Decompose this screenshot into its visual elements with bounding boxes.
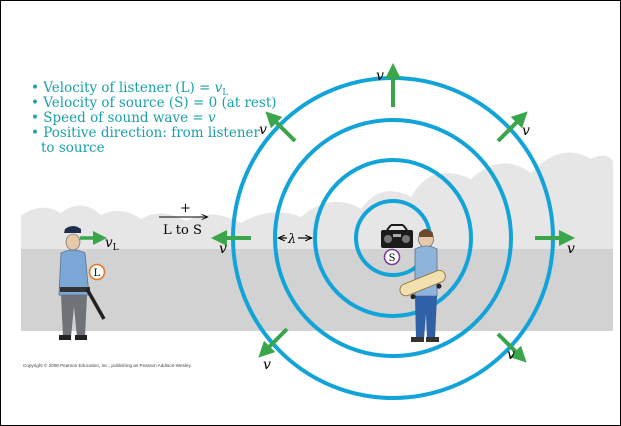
- wave-v-label-upright: v: [522, 123, 530, 139]
- copyright-text: Copyright © 2008 Pearson Education, Inc.…: [23, 362, 192, 368]
- listener-velocity: vL: [80, 231, 119, 253]
- direction-sign: +: [180, 201, 191, 216]
- wavefront-2: [313, 158, 473, 318]
- boombox: [381, 224, 413, 248]
- legend-item-4-cont: to source: [41, 140, 105, 156]
- wave-arrow-downleft: [258, 327, 289, 358]
- wavefront-3: [273, 118, 513, 358]
- listener-figure: [58, 226, 106, 340]
- legend-item-4: • Positive direction: from listener: [31, 125, 261, 141]
- wave-v-label-upleft: v: [259, 122, 267, 138]
- legend-item-2: • Velocity of source (S) = 0 (at rest): [31, 95, 277, 111]
- listener-badge: L: [88, 263, 106, 281]
- legend-item-1: • Velocity of listener (L) = vL: [31, 80, 228, 98]
- wave-arrow-upleft: [265, 111, 297, 143]
- listener-velocity-label: vL: [105, 235, 119, 253]
- direction-label: L to S: [163, 223, 202, 238]
- wave-v-label-right: v: [567, 241, 575, 257]
- direction-indicator: + L to S: [159, 201, 207, 238]
- background-clouds: [21, 152, 613, 249]
- wave-v-label-downleft: v: [263, 357, 271, 373]
- legend-item-3: • Speed of sound wave = v: [31, 110, 216, 126]
- wave-arrow-downright: [496, 332, 527, 363]
- wave-v-label-downright: v: [507, 347, 515, 363]
- wave-velocity-arrows: [211, 63, 575, 363]
- source-label: S: [389, 253, 396, 264]
- source-badge: S: [383, 248, 401, 266]
- wave-arrow-upright: [496, 111, 528, 143]
- wave-v-label-left: v: [219, 241, 227, 257]
- wavelength-marker: λ: [279, 232, 311, 247]
- source-figure: [399, 229, 446, 342]
- wavelength-label: λ: [287, 232, 296, 247]
- legend: • Velocity of listener (L) = vL • Veloci…: [31, 80, 277, 156]
- listener-label: L: [94, 268, 101, 279]
- wave-v-label-up: v: [376, 68, 384, 84]
